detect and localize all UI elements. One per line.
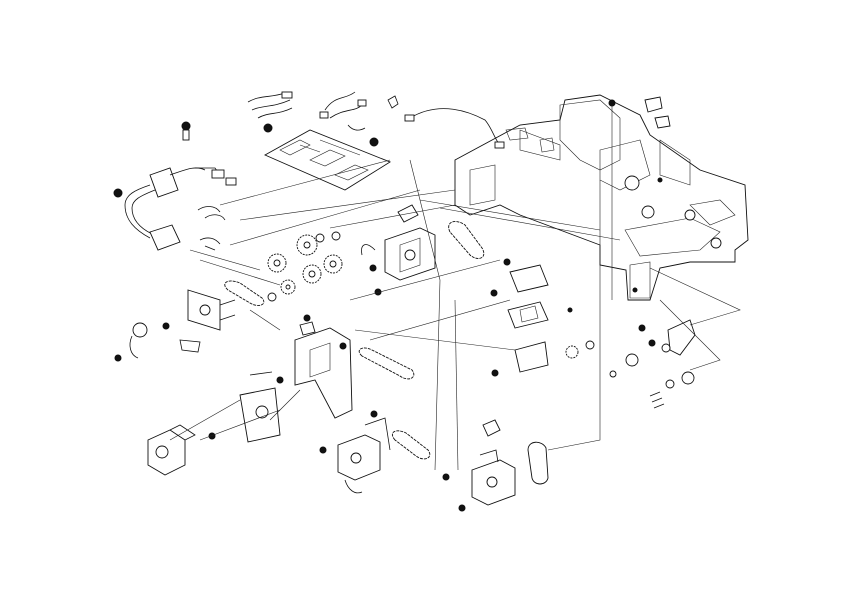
center-motor-assembly [361, 204, 436, 296]
right-small-parts [608, 96, 696, 409]
lower-left-motor [147, 371, 284, 476]
middle-bracket [294, 314, 353, 419]
reference-lines [169, 105, 741, 471]
left-cable-assembly [113, 167, 237, 251]
main-frame-assembly [454, 94, 749, 301]
wire-harnesses [247, 91, 505, 149]
solenoid-assembly [490, 258, 595, 377]
timing-belts [224, 221, 549, 485]
lower-middle-motor [319, 410, 391, 494]
control-board [181, 121, 391, 191]
lower-right-motor [442, 419, 516, 512]
left-bracket [114, 289, 236, 362]
gear-cluster [267, 231, 343, 302]
